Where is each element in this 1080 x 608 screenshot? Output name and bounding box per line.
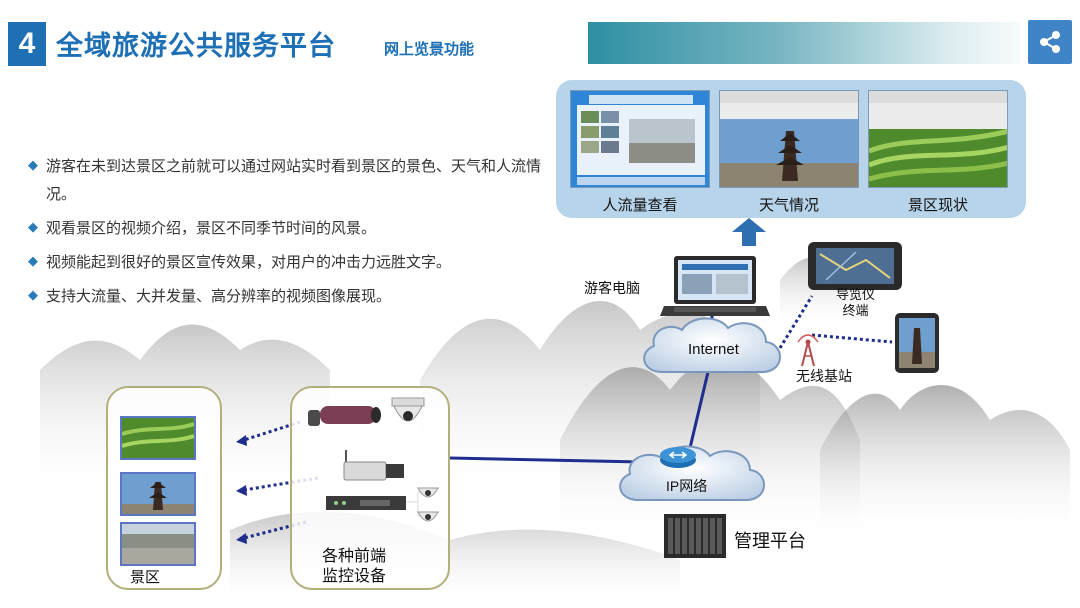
guide-device-label: 导览仪 终端 (836, 288, 875, 320)
antenna-icon (794, 332, 822, 368)
tourist-pc-label: 游客电脑 (584, 278, 640, 298)
laptop-icon (660, 254, 770, 320)
smartphone-icon (894, 312, 940, 374)
router-icon (658, 444, 698, 470)
front-devices-label: 各种前端 监控设备 (322, 546, 386, 586)
wireless-station-label: 无线基站 (796, 366, 852, 386)
bullet-camera-icon (306, 400, 382, 430)
crowd-thumbnail (120, 522, 196, 566)
dome-camera-icon (388, 396, 428, 432)
ip-network-label: IP网络 (666, 476, 707, 496)
server-rack-icon (664, 514, 726, 558)
mini-dome-camera-icon (416, 484, 440, 502)
mini-dome-camera-icon (416, 508, 440, 526)
video-encoder-icon (326, 494, 406, 512)
pagoda-thumbnail (120, 472, 196, 516)
terrace-thumbnail (120, 416, 196, 460)
scenic-area-panel: 景区 (106, 386, 222, 590)
scenic-area-label: 景区 (130, 566, 160, 587)
front-devices-panel: 各种前端 监控设备 (290, 386, 450, 590)
management-platform-label: 管理平台 (734, 527, 806, 553)
internet-label: Internet (688, 341, 739, 358)
box-camera-icon (338, 448, 406, 484)
navigation-device-icon (806, 240, 904, 292)
